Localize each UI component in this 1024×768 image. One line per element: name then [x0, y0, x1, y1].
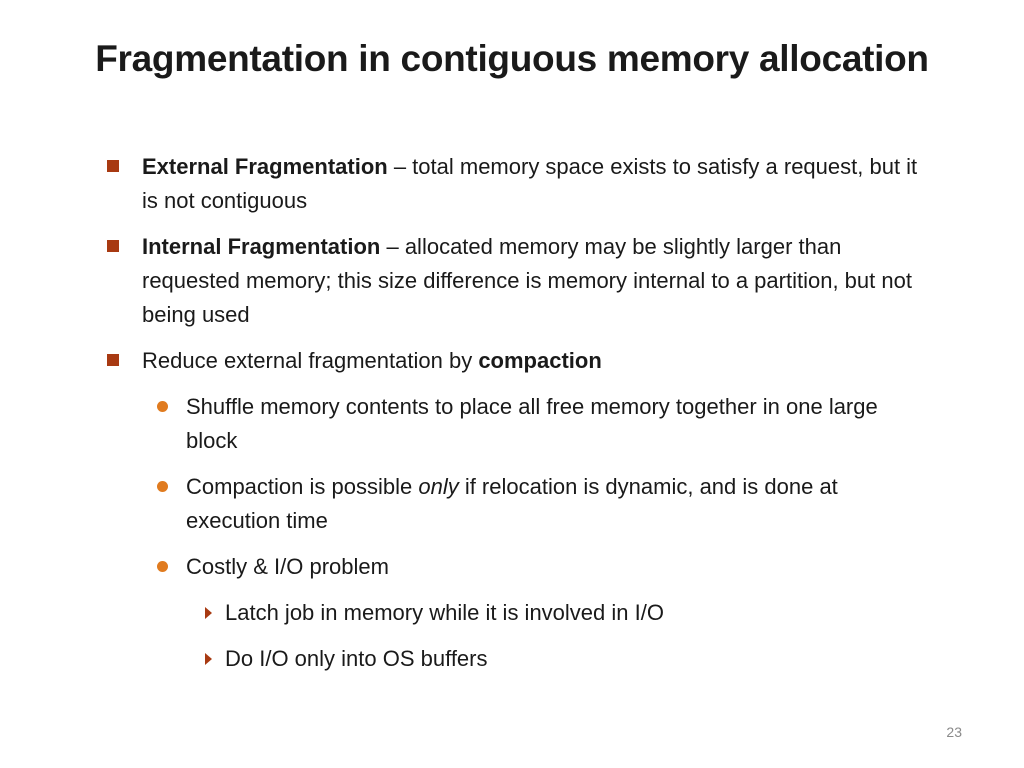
bullet-text: – total memory space exists to satisfy a…: [142, 154, 918, 213]
dot-bullet-icon: [157, 401, 168, 412]
sub-sub-bullet-text: Latch job in memory while it is involved…: [225, 600, 664, 625]
slide-content: External Fragmentation – total memory sp…: [104, 150, 924, 688]
bullet-text: Reduce external fragmentation by: [142, 348, 479, 373]
slide-title: Fragmentation in contiguous memory alloc…: [95, 38, 929, 79]
bullet-external-fragmentation: External Fragmentation – total memory sp…: [104, 150, 924, 218]
bullet-term: compaction: [478, 348, 602, 373]
sub-bullet-text: Costly & I/O problem: [186, 554, 389, 579]
bullet-term: External Fragmentation: [142, 154, 388, 179]
page-number: 23: [946, 724, 962, 740]
dot-bullet-icon: [157, 561, 168, 572]
sub-bullet-text: Shuffle memory contents to place all fre…: [186, 394, 878, 453]
arrow-bullet-icon: [205, 653, 212, 665]
sub-bullet-emphasis: only: [418, 474, 459, 499]
sub-bullet-costly: Costly & I/O problem: [104, 550, 924, 584]
sub-bullet-text: if relocation is dynamic, and is done at…: [186, 474, 838, 533]
square-bullet-icon: [107, 240, 119, 252]
sub-bullet-compaction-possible: Compaction is possible only if relocatio…: [104, 470, 924, 538]
bullet-compaction: Reduce external fragmentation by compact…: [104, 344, 924, 378]
bullet-text: – allocated memory may be slightly large…: [142, 234, 912, 327]
arrow-bullet-icon: [205, 607, 212, 619]
dot-bullet-icon: [157, 481, 168, 492]
square-bullet-icon: [107, 160, 119, 172]
sub-sub-bullet-os-buffers: Do I/O only into OS buffers: [104, 642, 924, 676]
sub-bullet-shuffle: Shuffle memory contents to place all fre…: [104, 390, 924, 458]
square-bullet-icon: [107, 354, 119, 366]
sub-sub-bullet-text: Do I/O only into OS buffers: [225, 646, 488, 671]
sub-bullet-text: Compaction is possible: [186, 474, 419, 499]
bullet-internal-fragmentation: Internal Fragmentation – allocated memor…: [104, 230, 924, 332]
bullet-term: Internal Fragmentation: [142, 234, 381, 259]
sub-sub-bullet-latch: Latch job in memory while it is involved…: [104, 596, 924, 630]
